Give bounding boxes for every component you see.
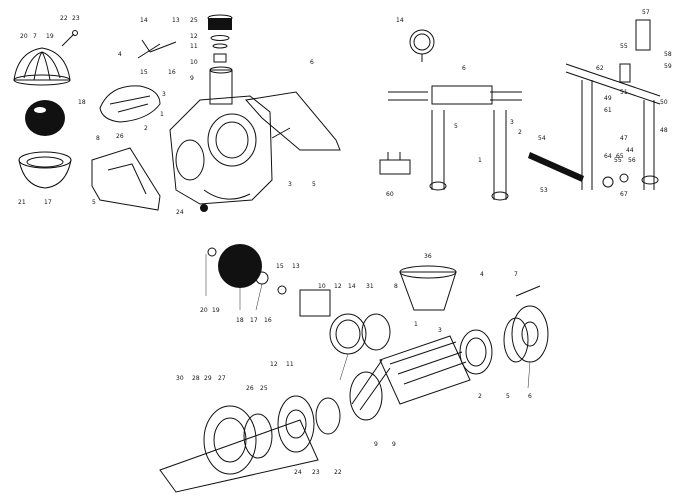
label-d22: 22 <box>334 469 342 476</box>
drive-assembly-group: 20 19 18 17 16 15 13 10 12 14 31 36 8 1 … <box>159 244 549 493</box>
label-d17: 17 <box>250 317 258 324</box>
label-5: 5 <box>92 199 96 206</box>
pump-housing-drawing <box>169 95 273 212</box>
label-56: 56 <box>628 157 636 164</box>
label-64: 64 <box>604 153 612 160</box>
label-d29: 29 <box>204 375 212 382</box>
label-12: 12 <box>190 33 198 40</box>
label-11: 11 <box>190 43 198 50</box>
label-5b: 5 <box>312 181 316 188</box>
label-6: 6 <box>310 59 314 66</box>
label-d11: 11 <box>286 361 294 368</box>
label-p3: 3 <box>510 119 514 126</box>
label-d36: 36 <box>424 253 432 260</box>
label-d16: 16 <box>264 317 272 324</box>
label-15: 15 <box>140 69 148 76</box>
label-d9b: 9 <box>392 441 396 448</box>
label-59: 59 <box>664 63 672 70</box>
label-d18: 18 <box>236 317 244 324</box>
label-d23: 23 <box>312 469 320 476</box>
dome-cover-drawing <box>13 47 71 86</box>
label-d20: 20 <box>200 307 208 314</box>
label-67: 67 <box>620 191 628 198</box>
label-d4: 4 <box>480 271 484 278</box>
label-7: 7 <box>33 33 37 40</box>
label-16: 16 <box>168 69 176 76</box>
label-58: 58 <box>664 51 672 58</box>
label-48: 48 <box>660 127 668 134</box>
label-d25: 25 <box>260 385 268 392</box>
label-4: 4 <box>118 51 122 58</box>
label-p1: 1 <box>478 157 482 164</box>
label-p2: 2 <box>518 129 522 136</box>
label-d24: 24 <box>294 469 302 476</box>
label-8: 8 <box>96 135 100 142</box>
sphere-drawing <box>25 100 65 136</box>
label-20: 20 <box>20 33 28 40</box>
label-24: 24 <box>176 209 184 216</box>
label-26: 26 <box>116 133 124 140</box>
label-3b: 3 <box>288 181 292 188</box>
label-d6: 6 <box>528 393 532 400</box>
label-14: 14 <box>140 17 148 24</box>
label-1: 1 <box>160 111 164 118</box>
label-23: 23 <box>72 15 80 22</box>
label-p6: 6 <box>462 65 466 72</box>
label-d31: 31 <box>366 283 374 290</box>
label-p5: 5 <box>454 123 458 130</box>
label-d5: 5 <box>506 393 510 400</box>
label-65: 65 <box>616 153 624 160</box>
label-d3: 3 <box>438 327 442 334</box>
label-p14: 14 <box>396 17 404 24</box>
label-d13: 13 <box>292 263 300 270</box>
label-9: 9 <box>190 75 194 82</box>
label-d10: 10 <box>318 283 326 290</box>
label-17: 17 <box>44 199 52 206</box>
cylinder-stack-drawing <box>207 14 233 105</box>
label-10: 10 <box>190 59 198 66</box>
label-3: 3 <box>162 91 166 98</box>
label-57: 57 <box>642 9 650 16</box>
label-53: 53 <box>540 187 548 194</box>
label-d26: 26 <box>246 385 254 392</box>
label-d1: 1 <box>414 321 418 328</box>
label-49: 49 <box>604 95 612 102</box>
pipe-assembly-group: 14 6 3 2 57 55 58 59 60 62 61 64 65 53 5… <box>379 9 672 201</box>
pump-body-group: 20 7 19 22 23 14 13 25 12 11 10 9 6 18 3… <box>13 14 341 216</box>
label-55: 55 <box>620 43 628 50</box>
label-d28: 28 <box>192 375 200 382</box>
label-13: 13 <box>172 17 180 24</box>
label-62: 62 <box>596 65 604 72</box>
label-51: 51 <box>620 89 628 96</box>
lower-bowl-drawing <box>18 151 72 189</box>
label-44: 44 <box>626 147 634 154</box>
label-d9: 9 <box>374 441 378 448</box>
label-19: 19 <box>46 33 54 40</box>
label-d14: 14 <box>348 283 356 290</box>
label-25: 25 <box>190 17 198 24</box>
label-d2: 2 <box>478 393 482 400</box>
label-60: 60 <box>386 191 394 198</box>
label-22: 22 <box>60 15 68 22</box>
label-47: 47 <box>620 135 628 142</box>
label-54: 54 <box>538 135 546 142</box>
label-p55: 55 <box>614 157 622 164</box>
label-d12: 12 <box>334 283 342 290</box>
label-61: 61 <box>604 107 612 114</box>
label-2: 2 <box>144 125 148 132</box>
label-d27: 27 <box>218 375 226 382</box>
label-d8: 8 <box>394 283 398 290</box>
label-d30: 30 <box>176 375 184 382</box>
label-d15: 15 <box>276 263 284 270</box>
label-d12b: 12 <box>270 361 278 368</box>
label-18: 18 <box>78 99 86 106</box>
label-50: 50 <box>660 99 668 106</box>
label-d7: 7 <box>514 271 518 278</box>
label-d19: 19 <box>212 307 220 314</box>
label-21: 21 <box>18 199 26 206</box>
